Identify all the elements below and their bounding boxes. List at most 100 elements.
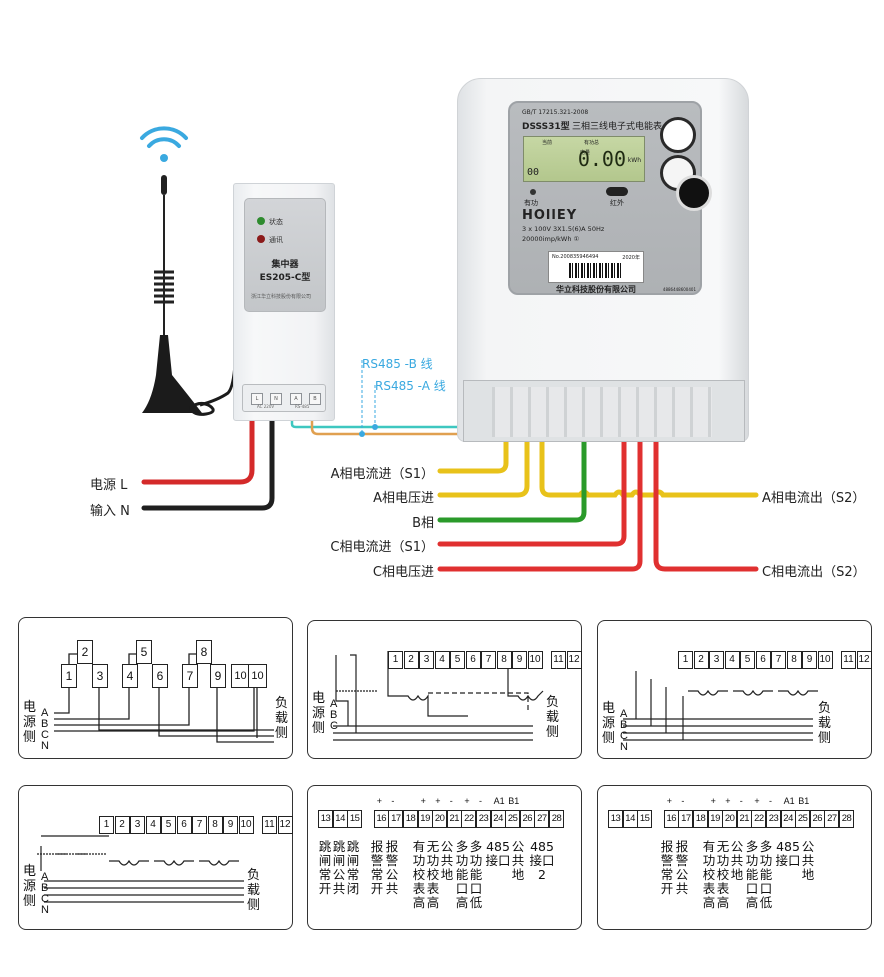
terminal-box: 25: [795, 810, 811, 828]
terminal-box: 3: [92, 664, 108, 688]
power-n-wire: [141, 417, 275, 511]
source-side-label: 电源侧: [23, 700, 37, 745]
terminal-function-label: 报警常开: [370, 839, 384, 896]
b-phase-wire: [437, 437, 587, 523]
terminal-box: 27: [824, 810, 840, 828]
terminal-box: 6: [465, 651, 481, 669]
terminal-function-label: 公共地: [730, 839, 744, 882]
phase-c: C: [620, 730, 628, 742]
terminal-box: 7: [771, 651, 786, 669]
terminal-box: 3: [709, 651, 724, 669]
status-led-icon: [257, 217, 265, 225]
terminal-function-label: 485接口: [485, 839, 511, 868]
phase-c: C: [41, 893, 49, 905]
terminal-box: 10: [527, 651, 543, 669]
c-current-in-wire: [437, 437, 627, 547]
wifi-icon: [140, 126, 188, 162]
phase-c: C: [330, 720, 338, 732]
source-side-label: 电源侧: [312, 691, 326, 736]
terminal-box: 11: [841, 651, 856, 669]
polarity-sign: B1: [508, 796, 520, 806]
terminal-box: 24: [780, 810, 796, 828]
concentrator-terminal-block: L N A B AC 220V RS-485: [242, 384, 326, 412]
polarity-sign: +: [725, 796, 731, 806]
terminal-box: 23: [476, 810, 491, 828]
terminal-function-label: 公共地: [440, 839, 454, 882]
terminal-box: 26: [809, 810, 825, 828]
lcd-label-energy: 电量: [580, 150, 591, 156]
meter-barcode: No.2008359464​94 2020年: [548, 251, 644, 283]
terminal-l: L: [251, 393, 263, 405]
terminal-box: 10: [248, 664, 267, 688]
terminal-function-label: 无功校表高: [716, 839, 730, 910]
phase-b: B: [41, 718, 49, 730]
antenna-icon: [142, 175, 238, 416]
load-side-label: 负载侧: [546, 695, 560, 740]
concentrator-device: 状态 通讯 集中器 ES205-C型 浙江华立科技股份有限公司 L N A B …: [233, 183, 335, 421]
terminal-box: 8: [786, 651, 802, 669]
lcd-left-digits: 00: [527, 167, 540, 178]
terminal-function-label: 公共地: [801, 839, 815, 882]
meter-button-top[interactable]: [660, 117, 696, 153]
meter-button-black[interactable]: [676, 175, 712, 211]
terminal-sub-ac: AC 220V: [257, 404, 275, 409]
terminal-box: 18: [693, 810, 708, 828]
phase-a: A: [41, 707, 49, 719]
phase-n: N: [620, 741, 628, 753]
meter-type: 三相三线电子式电能表: [572, 122, 663, 132]
phase-n: N: [41, 904, 49, 916]
barcode-bars: [569, 263, 621, 278]
terminal-box: 8: [207, 816, 223, 834]
polarity-sign: -: [769, 796, 772, 806]
terminal-screws: [492, 387, 712, 437]
a-current-out-wire: [539, 437, 759, 498]
terminal-box: 4: [145, 816, 161, 834]
terminal-box: 22: [751, 810, 767, 828]
terminal-box: 8: [496, 651, 512, 669]
terminal-function-label: 跳闸公共: [332, 839, 346, 896]
terminal-box: 10: [817, 651, 833, 669]
terminal-box: 4: [122, 664, 138, 688]
phase-n: N: [41, 740, 49, 752]
terminal-box: 3: [419, 651, 434, 669]
meter-year: 2020年: [622, 255, 640, 261]
source-side-label: 电源侧: [602, 701, 616, 746]
phase-b: B: [330, 709, 338, 721]
terminal-b: B: [309, 393, 321, 405]
terminal-box: 21: [736, 810, 752, 828]
terminal-box: 6: [755, 651, 771, 669]
meter-model: DSSS31型: [522, 122, 570, 132]
terminal-function-label: 485接口: [775, 839, 801, 868]
terminal-box: 2: [114, 816, 130, 834]
terminal-box: 14: [332, 810, 348, 828]
lcd-unit: kWh: [627, 157, 641, 164]
terminal-box: 13: [318, 810, 333, 828]
concentrator-model: ES205-C型: [259, 273, 311, 283]
power-l-wire: [141, 417, 255, 485]
polarity-sign: B1: [798, 796, 810, 806]
lcd-label-current: 当前: [542, 140, 553, 146]
c-current-out-wire: [653, 437, 759, 572]
terminal-function-label: 有功校表高: [702, 839, 716, 910]
terminal-box: 14: [622, 810, 638, 828]
phase-a: A: [620, 708, 628, 720]
active-label: 有功: [524, 199, 538, 207]
terminal-sub-rs485: RS-485: [295, 404, 310, 409]
terminal-box: 1: [388, 651, 403, 669]
terminal-box: 11: [551, 651, 566, 669]
power-l-label: 电源 L: [90, 478, 128, 493]
label-c-current-out: C相电流出（S2）: [762, 565, 866, 580]
label-c-voltage-in: C相电压进: [372, 565, 434, 580]
diagram-4-lines: [37, 835, 244, 903]
terminal-box: 1: [61, 664, 77, 688]
terminal-box: 20: [432, 810, 448, 828]
polarity-sign: -: [449, 796, 453, 806]
terminal-box: 7: [182, 664, 198, 688]
terminal-box: 10: [238, 816, 254, 834]
polarity-sign: -: [391, 796, 395, 806]
a-current-in-wire: [437, 437, 509, 474]
terminal-box: 15: [347, 810, 363, 828]
